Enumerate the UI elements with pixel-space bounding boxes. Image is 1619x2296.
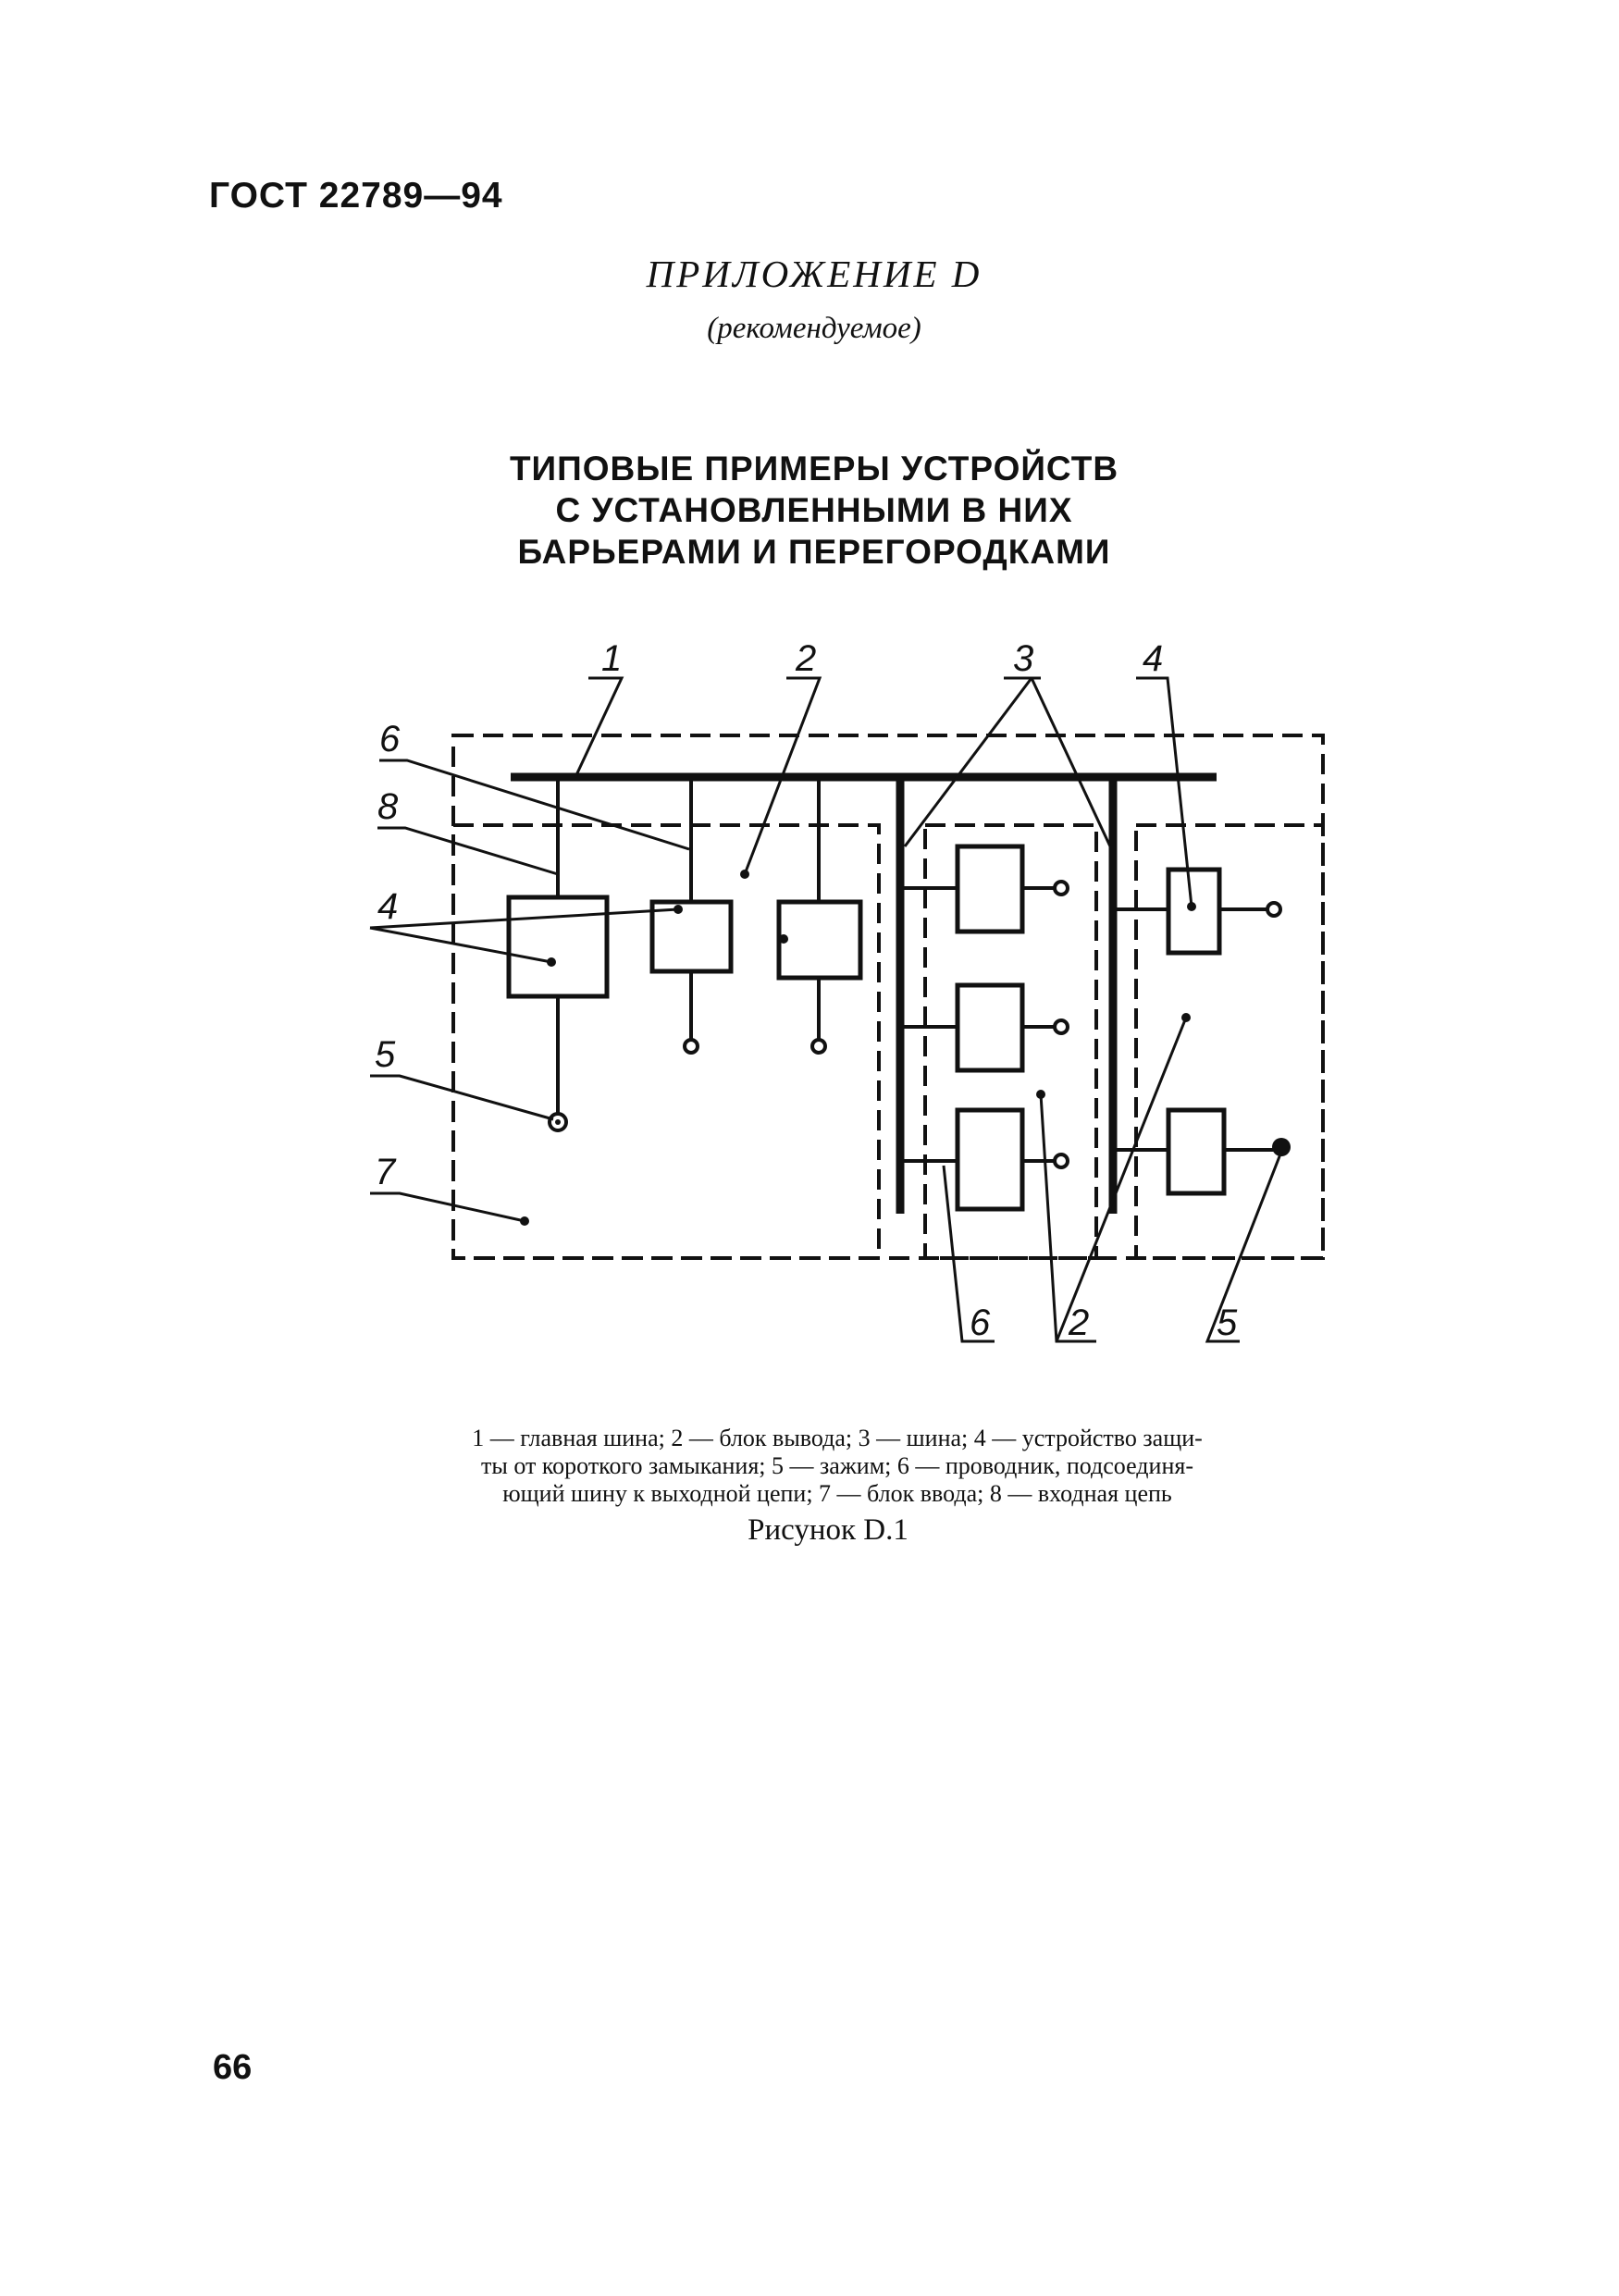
terminal-input-inner <box>555 1119 561 1125</box>
terminal-input <box>548 1112 568 1132</box>
callout-2-bottom: 2 <box>1068 1302 1089 1343</box>
appendix-title: ПРИЛОЖЕНИЕ D <box>646 253 983 295</box>
callout-dots <box>520 870 1196 1226</box>
input-block-compartment <box>451 823 881 1260</box>
terminal-branch-1 <box>683 1038 699 1055</box>
main-title: ТИПОВЫЕ ПРИМЕРЫ УСТРОЙСТВ С УСТАНОВЛЕННЫ… <box>0 448 1619 573</box>
figure-legend: 1 — главная шина; 2 — блок вывода; 3 — ш… <box>361 1425 1314 1508</box>
callout-6: 6 <box>379 719 401 759</box>
protection-device-input <box>506 895 610 999</box>
callout-7: 7 <box>375 1152 397 1192</box>
callout-6-bottom: 6 <box>970 1302 991 1343</box>
protection-device-right-2 <box>1166 1107 1227 1196</box>
output-block-middle-compartment <box>923 823 1098 1260</box>
terminal-mid-2 <box>1053 1018 1069 1035</box>
callout-5-left: 5 <box>375 1034 396 1075</box>
document-code: ГОСТ 22789—94 <box>209 176 503 216</box>
figure-caption: Рисунок D.1 <box>748 1513 908 1547</box>
page-number: 66 <box>213 2048 253 2087</box>
callout-4-left: 4 <box>377 886 398 927</box>
protection-device-branch-2 <box>776 899 863 981</box>
legend-line-3: ющий шину к выходной цепи; 7 — блок ввод… <box>502 1480 1172 1507</box>
protection-device-mid-2 <box>955 982 1025 1073</box>
terminal-branch-2 <box>810 1038 827 1055</box>
protection-device-mid-3 <box>955 1107 1025 1212</box>
protection-device-mid-1 <box>955 844 1025 934</box>
callout-1: 1 <box>601 638 622 679</box>
legend-line-1: 1 — главная шина; 2 — блок вывода; 3 — ш… <box>472 1425 1203 1451</box>
callout-8: 8 <box>377 786 399 827</box>
appendix-note: (рекомендуемое) <box>707 312 921 345</box>
main-title-line-1: ТИПОВЫЕ ПРИМЕРЫ УСТРОЙСТВ <box>509 450 1119 488</box>
protection-device-right-1 <box>1166 867 1222 956</box>
callout-5-bottom: 5 <box>1217 1302 1238 1343</box>
output-block-right-compartment <box>1134 823 1325 1260</box>
legend-line-2: ты от короткого замыкания; 5 — зажим; 6 … <box>481 1452 1193 1479</box>
terminal-right-2 <box>1272 1138 1291 1156</box>
callout-3: 3 <box>1013 638 1033 679</box>
main-title-line-2: С УСТАНОВЛЕННЫМИ В НИХ <box>555 491 1073 529</box>
callout-2: 2 <box>795 638 816 679</box>
main-title-line-3: БАРЬЕРАМИ И ПЕРЕГОРОДКАМИ <box>517 533 1111 571</box>
terminal-right-1 <box>1266 901 1282 918</box>
terminal-mid-3 <box>1053 1153 1069 1169</box>
terminal-mid-1 <box>1053 880 1069 896</box>
protection-device-branch-1 <box>649 899 734 974</box>
leader-lines <box>369 676 1283 1343</box>
callout-4: 4 <box>1143 638 1163 679</box>
